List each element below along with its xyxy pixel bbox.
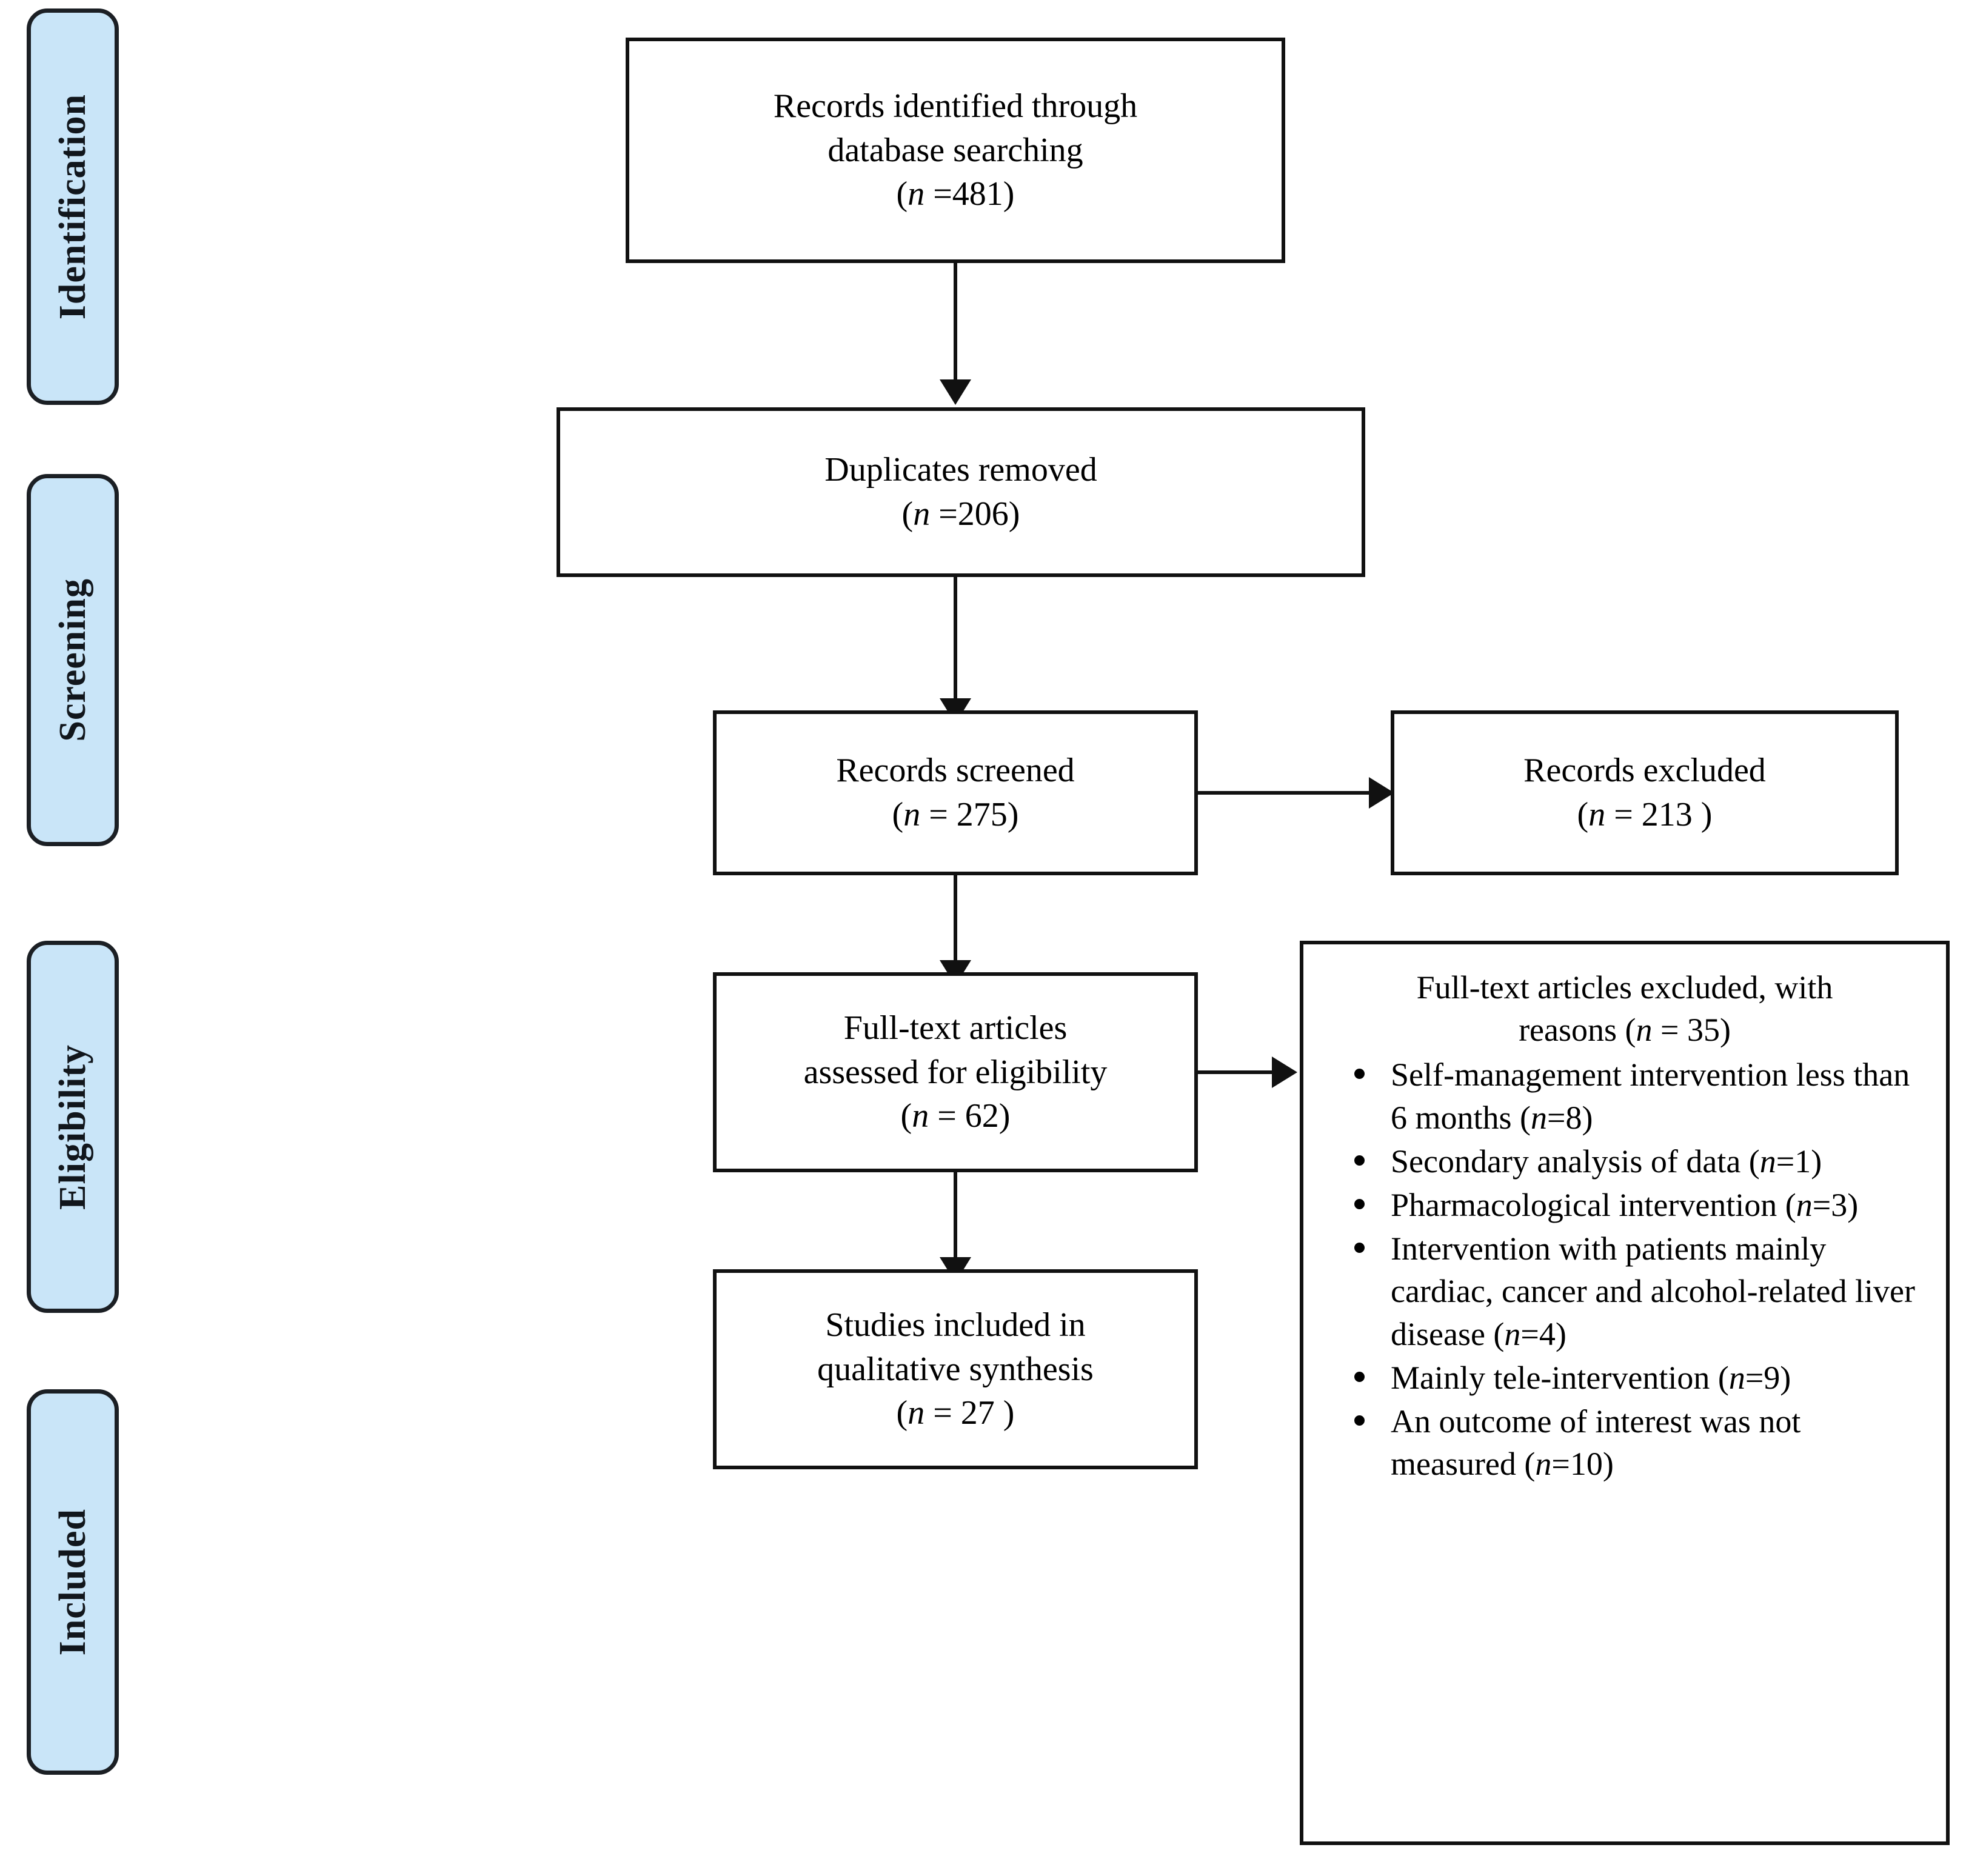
box-fulltext-assessed: Full-text articles assessed for eligibil…: [713, 972, 1198, 1172]
box-fulltext-excluded-reasons: Full-text articles excluded, with reason…: [1300, 941, 1950, 1845]
arrowhead-fulltext-to-reasons: [1272, 1057, 1297, 1088]
box-studies-included: Studies included in qualitative synthesi…: [713, 1269, 1198, 1469]
duplicates-removed-count: (n =206): [901, 495, 1020, 533]
list-item: Mainly tele-intervention (n=9): [1319, 1357, 1930, 1399]
box-records-identified: Records identified through database sear…: [626, 38, 1285, 263]
records-screened-line1: Records screened: [836, 752, 1075, 790]
reasons-title-line1: Full-text articles excluded, with: [1416, 969, 1833, 1006]
records-identified-count: (n =481): [896, 175, 1015, 213]
phase-bar-eligibility: Eligibility: [27, 941, 119, 1313]
fulltext-assessed-line1: Full-text articles: [843, 1009, 1068, 1047]
duplicates-removed-line1: Duplicates removed: [824, 451, 1097, 489]
box-records-excluded: Records excluded (n = 213 ): [1391, 710, 1899, 875]
reason-n-symbol: n: [1531, 1099, 1548, 1136]
connector-screened-to-fulltext: [954, 875, 957, 965]
connector-identified-to-duplicates: [954, 263, 957, 384]
fulltext-assessed-line2: assessed for eligibility: [803, 1053, 1108, 1091]
connector-duplicates-to-screened: [954, 577, 957, 703]
list-item: Secondary analysis of data (n=1): [1319, 1140, 1930, 1183]
records-identified-line1: Records identified through: [773, 87, 1138, 125]
reasons-title: Full-text articles excluded, with reason…: [1319, 966, 1930, 1051]
list-item: Intervention with patients mainly cardia…: [1319, 1227, 1930, 1355]
bullet-icon: [1354, 1371, 1365, 1382]
reason-text: Mainly tele-intervention (: [1391, 1359, 1729, 1396]
records-screened-count: (n = 275): [892, 796, 1019, 833]
bullet-icon: [1354, 1198, 1365, 1209]
connector-fulltext-to-included: [954, 1172, 957, 1262]
box-duplicates-removed: Duplicates removed (n =206): [557, 407, 1365, 577]
list-item: Self-management intervention less than 6…: [1319, 1053, 1930, 1138]
bullet-icon: [1354, 1242, 1365, 1253]
reason-n-symbol: n: [1535, 1446, 1552, 1483]
studies-included-line1: Studies included in: [825, 1306, 1086, 1344]
bullet-icon: [1354, 1415, 1365, 1426]
reason-text: Intervention with patients mainly cardia…: [1391, 1230, 1915, 1352]
reason-n-value: =3): [1812, 1186, 1859, 1223]
reason-n-value: =10): [1551, 1446, 1614, 1483]
records-excluded-line1: Records excluded: [1523, 752, 1766, 790]
list-item: An outcome of interest was not measured …: [1319, 1400, 1930, 1485]
phase-label-included: Included: [52, 1508, 93, 1656]
bullet-icon: [1354, 1155, 1365, 1166]
fulltext-assessed-count: (n = 62): [900, 1097, 1011, 1135]
reason-text: Pharmacological intervention (: [1391, 1186, 1796, 1223]
reason-n-value: =1): [1776, 1143, 1822, 1180]
reason-n-symbol: n: [1728, 1359, 1745, 1396]
reason-n-value: =4): [1520, 1315, 1566, 1352]
arrowhead-screened-to-excluded: [1369, 777, 1394, 809]
phase-bar-screening: Screening: [27, 474, 119, 846]
phase-label-identification: Identification: [52, 93, 93, 320]
phase-bar-identification: Identification: [27, 8, 119, 405]
box-records-screened: Records screened (n = 275): [713, 710, 1198, 875]
reasons-title-line2: reasons (n = 35): [1519, 1012, 1731, 1049]
reason-n-symbol: n: [1796, 1186, 1813, 1223]
records-excluded-count: (n = 213 ): [1577, 796, 1713, 833]
phase-label-eligibility: Eligibility: [52, 1044, 93, 1210]
exclusion-reasons-list: Self-management intervention less than 6…: [1319, 1053, 1930, 1485]
reason-n-symbol: n: [1504, 1315, 1521, 1352]
reason-n-value: =8): [1547, 1099, 1593, 1136]
studies-included-line2: qualitative synthesis: [817, 1350, 1094, 1388]
connector-screened-to-excluded: [1198, 791, 1374, 795]
reason-n-symbol: n: [1759, 1143, 1776, 1180]
reason-n-value: =9): [1745, 1359, 1791, 1396]
reason-text: Secondary analysis of data (: [1391, 1143, 1760, 1180]
phase-bar-included: Included: [27, 1389, 119, 1775]
arrowhead-identified-to-duplicates: [940, 379, 971, 405]
reason-text: Self-management intervention less than 6…: [1391, 1057, 1910, 1136]
studies-included-count: (n = 27 ): [896, 1394, 1015, 1432]
records-identified-line2: database searching: [827, 131, 1083, 169]
reason-text: An outcome of interest was not measured …: [1391, 1403, 1801, 1483]
list-item: Pharmacological intervention (n=3): [1319, 1184, 1930, 1226]
connector-fulltext-to-reasons: [1198, 1070, 1277, 1074]
bullet-icon: [1354, 1069, 1365, 1080]
phase-label-screening: Screening: [52, 578, 93, 742]
